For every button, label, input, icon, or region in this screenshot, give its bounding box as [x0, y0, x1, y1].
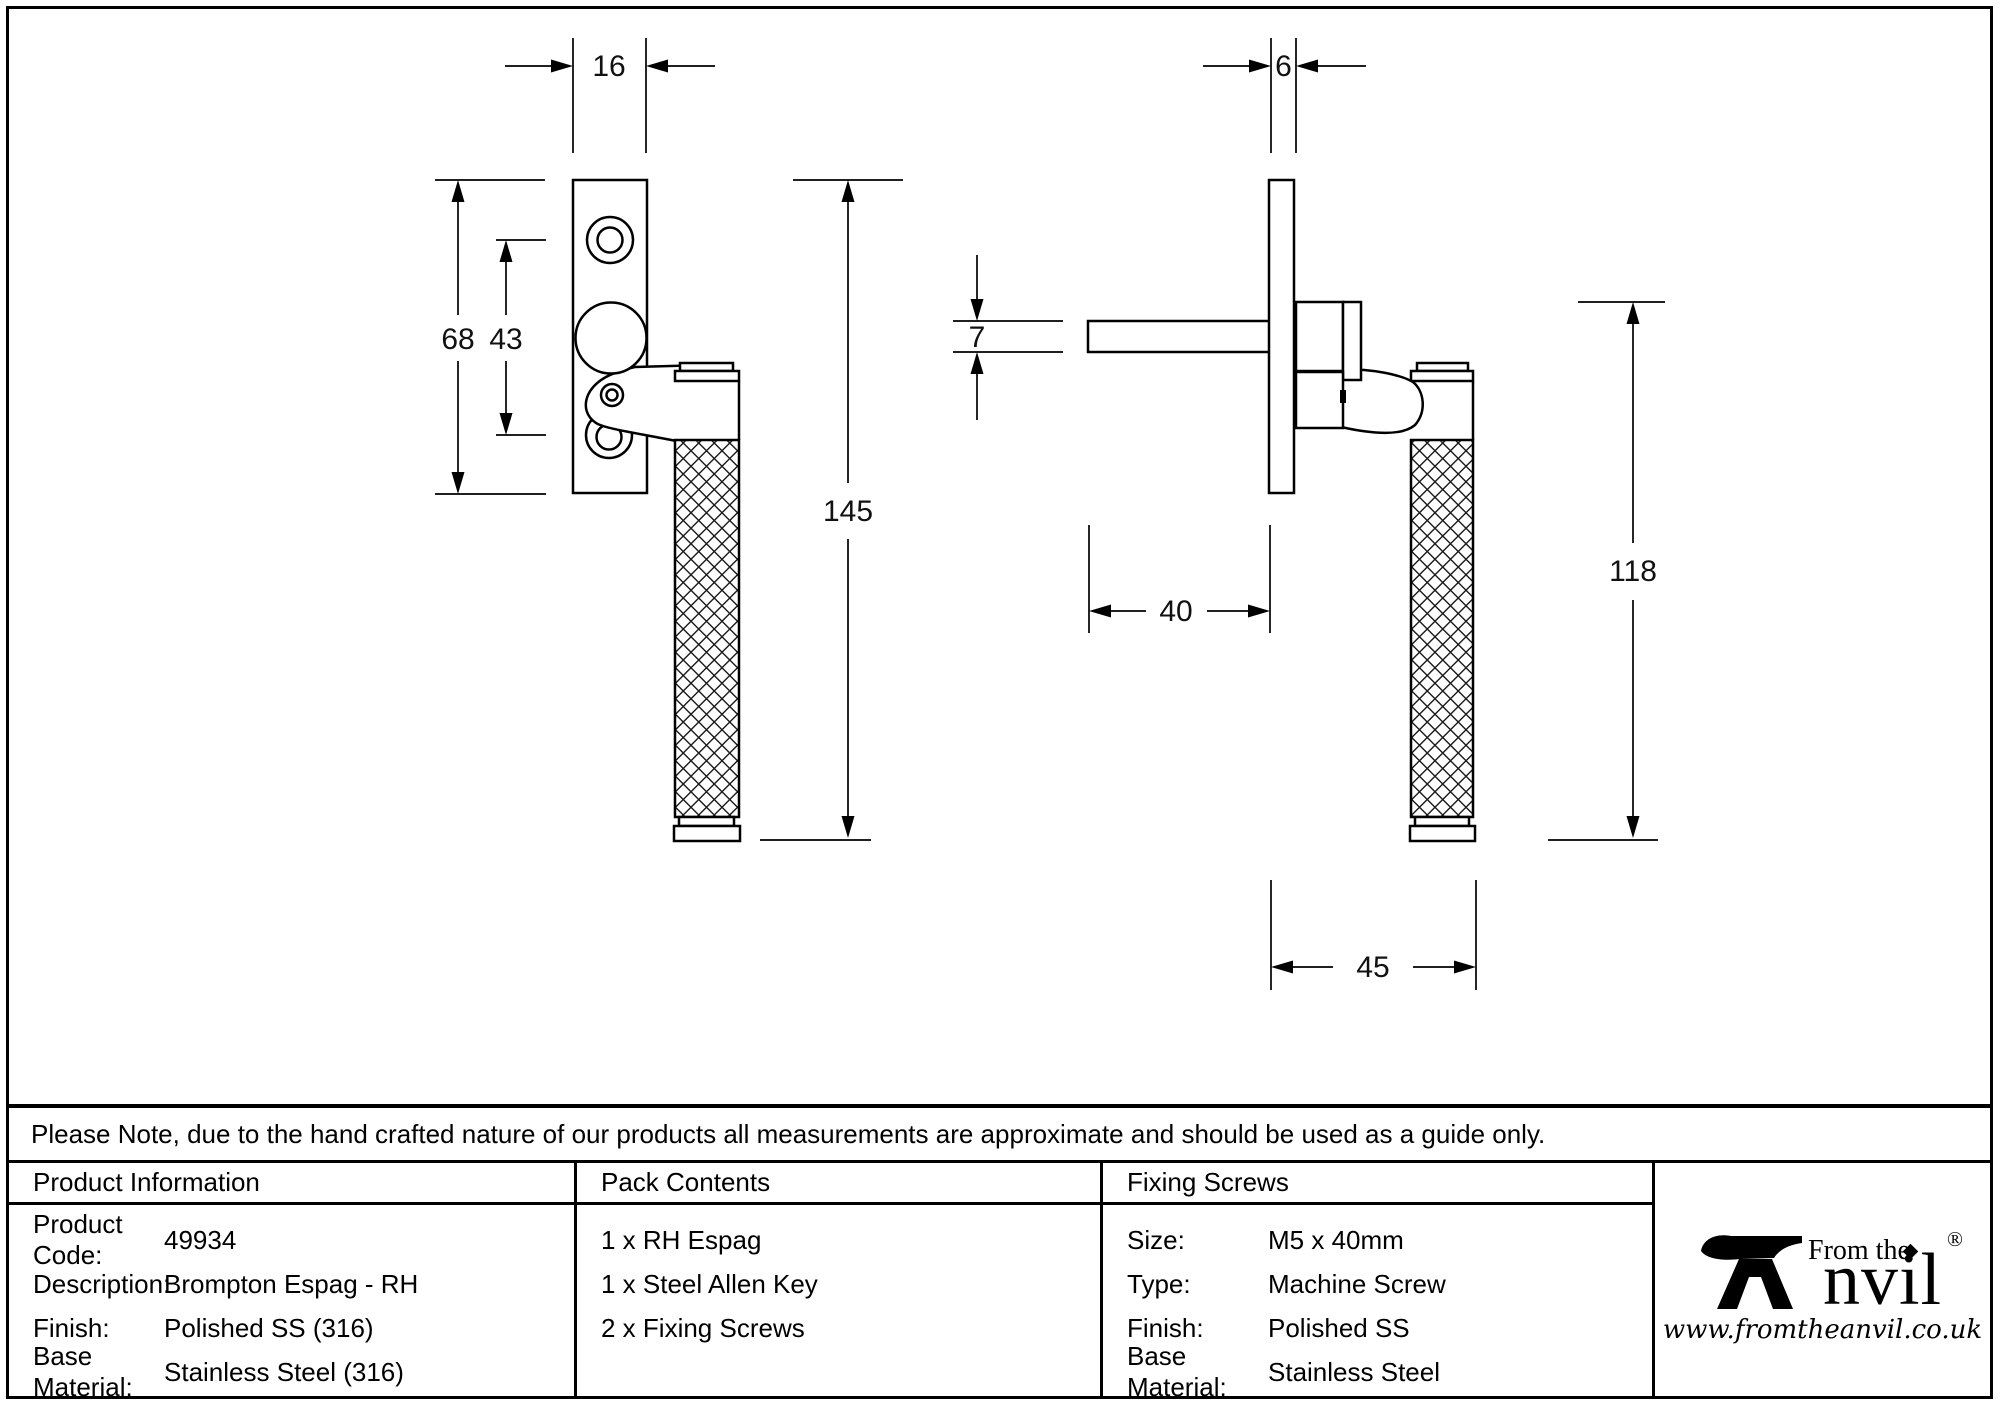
table-row: Base Material: Stainless Steel	[1127, 1341, 1652, 1402]
row-label: Base Material:	[33, 1341, 133, 1402]
row-label: Size:	[1127, 1224, 1185, 1255]
page-frame: 16 68 43 145 6 7 40 118 45 Please Note, …	[6, 6, 1993, 1403]
dim-overall-length: 145	[823, 495, 873, 528]
fixing-screws-body: Size: M5 x 40mm Type: Machine Screw Fini…	[1103, 1205, 1652, 1403]
table-row: Size: M5 x 40mm	[1127, 1218, 1652, 1262]
list-item: 1 x Steel Allen Key	[601, 1268, 818, 1299]
row-label: Type:	[1127, 1268, 1191, 1299]
row-label: Finish:	[1127, 1312, 1204, 1343]
measurement-note-bar: Please Note, due to the hand crafted nat…	[9, 1108, 1990, 1163]
row-value: Stainless Steel	[1268, 1356, 1440, 1387]
row-value: 49934	[164, 1224, 237, 1255]
pack-contents-column: Pack Contents 1 x RH Espag 1 x Steel All…	[577, 1163, 1103, 1396]
dim-plate-height: 68	[441, 323, 474, 356]
list-item: 1 x RH Espag	[601, 1224, 762, 1255]
product-information-header: Product Information	[9, 1163, 574, 1205]
table-row: Base Material: Stainless Steel (316)	[33, 1341, 574, 1402]
front-view	[571, 178, 742, 843]
table-row: Type: Machine Screw	[1127, 1262, 1652, 1306]
dim-fixing-centres: 43	[489, 323, 522, 356]
spec-table: Product Information Product Code: 49934 …	[9, 1163, 1990, 1403]
table-row: Finish: Polished SS	[1127, 1306, 1652, 1350]
row-label: Finish:	[33, 1312, 110, 1343]
table-row: Product Code: 49934	[33, 1209, 574, 1270]
row-value: Polished SS (316)	[164, 1312, 374, 1343]
dimension-lines	[435, 38, 1665, 990]
dimension-labels: 16 68 43 145 6 7 40 118 45	[441, 50, 1657, 984]
measurement-note-text: Please Note, due to the hand crafted nat…	[31, 1118, 1546, 1149]
row-value: Polished SS	[1268, 1312, 1410, 1343]
anvil-icon	[1701, 1235, 1802, 1309]
row-value: Brompton Espag - RH	[164, 1268, 419, 1299]
list-item: 2 x Fixing Screws	[601, 1312, 805, 1343]
row-value: Stainless Steel (316)	[164, 1356, 404, 1387]
product-information-column: Product Information Product Code: 49934 …	[9, 1163, 577, 1402]
row-value: M5 x 40mm	[1268, 1224, 1404, 1255]
dim-plate-width: 16	[592, 50, 625, 83]
pack-contents-body: 1 x RH Espag 1 x Steel Allen Key 2 x Fix…	[577, 1205, 1100, 1396]
logo-brand-text: nvil	[1823, 1239, 1943, 1321]
row-value: Machine Screw	[1268, 1268, 1446, 1299]
side-view	[1086, 178, 1477, 843]
from-the-anvil-logo: From the nvil ® www.fromtheanvil.co.uk	[1655, 1163, 1990, 1396]
technical-drawing: 16 68 43 145 6 7 40 118 45	[435, 38, 1665, 990]
dim-handle-length: 118	[1609, 555, 1657, 588]
table-row: Description: Brompton Espag - RH	[33, 1262, 574, 1306]
logo-website: www.fromtheanvil.co.uk	[1662, 1315, 1983, 1345]
dim-spindle-section: 7	[969, 321, 986, 354]
row-label: Product Code:	[33, 1209, 123, 1270]
row-label: Description:	[33, 1268, 171, 1299]
table-row: Finish: Polished SS (316)	[33, 1306, 574, 1350]
product-information-body: Product Code: 49934 Description: Brompto…	[9, 1205, 574, 1402]
dim-plate-thickness: 6	[1275, 50, 1292, 83]
brand-logo-cell: From the nvil ® www.fromtheanvil.co.uk	[1655, 1163, 1990, 1396]
technical-drawing-area: 16 68 43 145 6 7 40 118 45	[9, 9, 1990, 1108]
fixing-screws-header: Fixing Screws	[1103, 1163, 1652, 1205]
row-label: Base Material:	[1127, 1341, 1227, 1402]
fixing-screws-column: Fixing Screws Size: M5 x 40mm Type: Mach…	[1103, 1163, 1655, 1403]
pack-contents-header: Pack Contents	[577, 1163, 1100, 1205]
logo-tagline: From the	[1808, 1235, 1910, 1266]
dim-spindle-length: 40	[1159, 595, 1192, 628]
registered-trademark-icon: ®	[1947, 1227, 1963, 1251]
dim-projection: 45	[1356, 951, 1389, 984]
